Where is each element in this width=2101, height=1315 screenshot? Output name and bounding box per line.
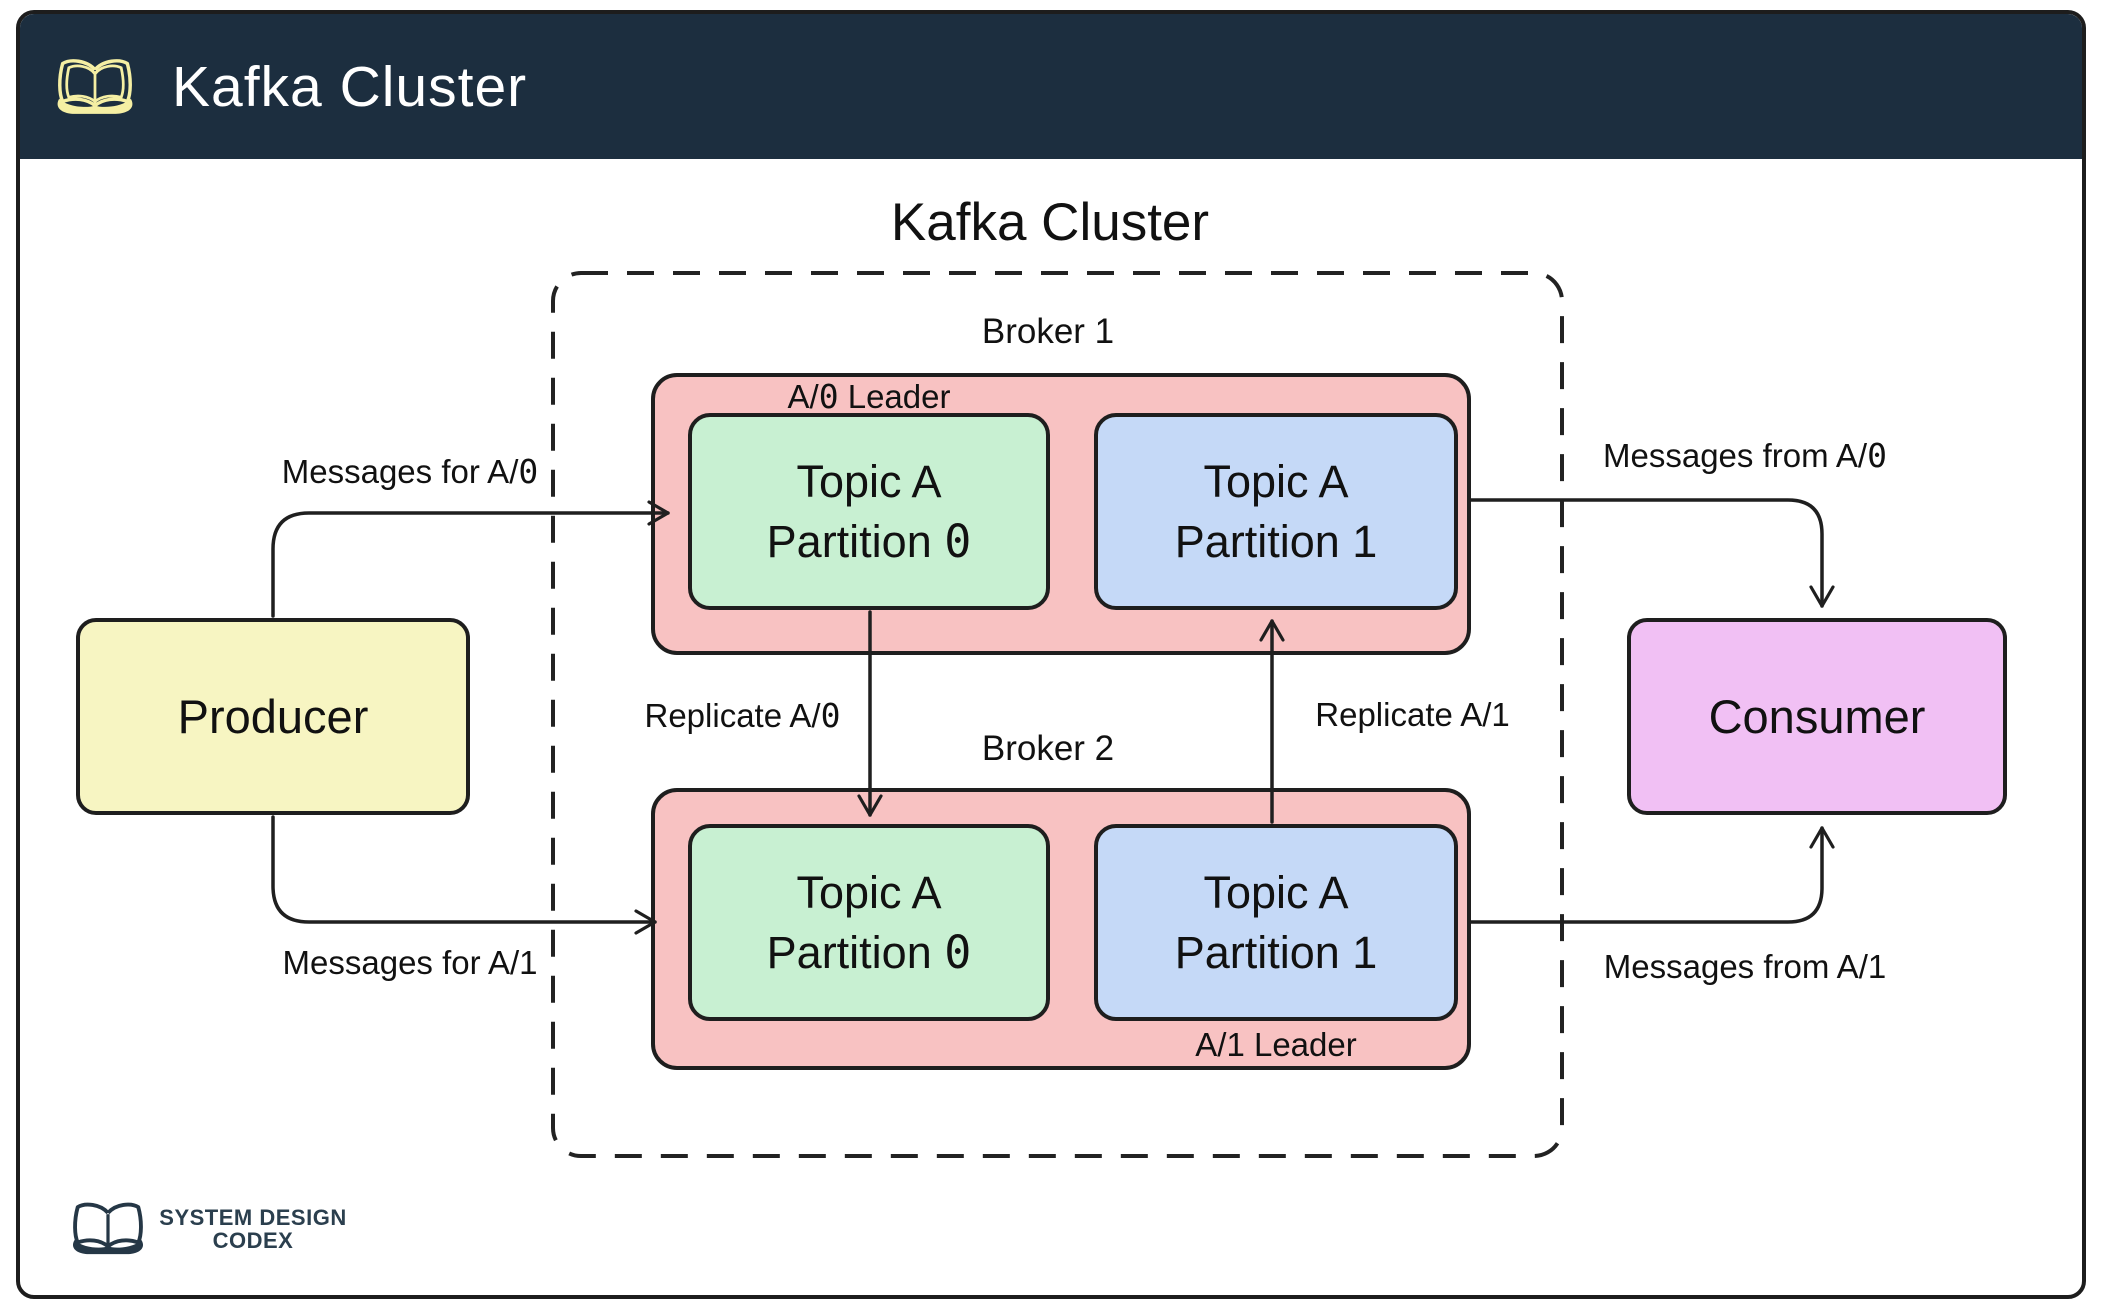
partition-title-line1: Topic A (796, 456, 942, 508)
edge-label-messages-for-a1: Messages for A/1 (282, 944, 538, 981)
broker-1-partition-0-box: Topic A Partition 0 (688, 413, 1050, 610)
logo-text: SYSTEM DESIGN CODEX (158, 1206, 348, 1252)
edge-label-replicate-a1: Replicate A/1 (1315, 696, 1510, 733)
broker-2-partition-1-box: Topic A Partition 1 (1094, 824, 1458, 1021)
edge-label-messages-for-a0: Messages for A/0 (281, 452, 539, 491)
partition-title-line1: Topic A (1203, 456, 1349, 508)
logo-line1: SYSTEM DESIGN (159, 1205, 347, 1230)
broker-1-leader-label: A/0 Leader (787, 377, 951, 416)
broker-2-label: Broker 2 (981, 729, 1115, 768)
book-icon (72, 1202, 144, 1255)
partition-title-line2: Partition 0 (766, 925, 972, 979)
partition-title-line1: Topic A (796, 867, 942, 919)
producer-box: Producer (76, 618, 470, 815)
consumer-label: Consumer (1708, 690, 1926, 743)
broker-1-label: Broker 1 (981, 312, 1115, 351)
edge-label-messages-from-a1: Messages from A/1 (1603, 948, 1887, 985)
edge-label-replicate-a0: Replicate A/0 (644, 696, 841, 735)
partition-title-line2: Partition 0 (766, 514, 972, 568)
broker-2-partition-0-box: Topic A Partition 0 (688, 824, 1050, 1021)
partition-title-line2: Partition 1 (1174, 515, 1378, 567)
page-title: Kafka Cluster (172, 54, 528, 119)
header-bar: Kafka Cluster (20, 14, 2082, 159)
broker-2-leader-label: A/1 Leader (1195, 1026, 1357, 1063)
partition-title-line1: Topic A (1203, 867, 1349, 919)
consumer-box: Consumer (1627, 618, 2007, 815)
broker-1-partition-1-box: Topic A Partition 1 (1094, 413, 1458, 610)
producer-label: Producer (177, 690, 369, 743)
cluster-title: Kafka Cluster (890, 193, 1210, 252)
system-design-codex-logo: SYSTEM DESIGN CODEX (66, 1200, 348, 1258)
partition-title-line2: Partition 1 (1174, 926, 1378, 978)
edge-label-messages-from-a0: Messages from A/0 (1603, 436, 1887, 475)
book-icon (57, 58, 133, 114)
logo-line2: CODEX (212, 1228, 294, 1253)
